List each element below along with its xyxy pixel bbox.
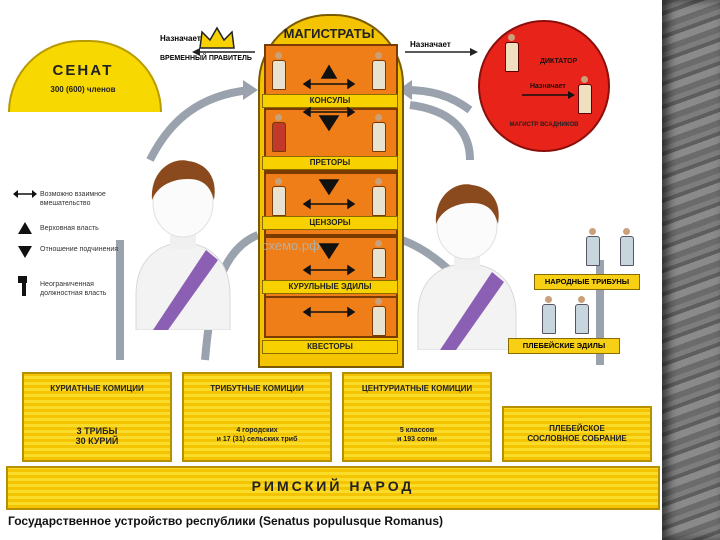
roman-people-base [6, 466, 660, 510]
stone-border [662, 0, 720, 540]
legend-icons [13, 190, 37, 296]
plebeian-aediles-label: ПЛЕБЕЙСКИЕ ЭДИЛЫ [508, 338, 620, 354]
senate-members: 300 (600) членов [50, 85, 116, 94]
magistrate-figure [272, 178, 286, 216]
band-consuls: КОНСУЛЫ [262, 94, 398, 108]
magistrate-figure [372, 240, 386, 278]
legend-text-1: Возможно взаимное вмешательство [40, 191, 106, 207]
assembly-tribal-title: ТРИБУТНЫЕ КОМИЦИИ [210, 384, 304, 393]
assembly-tribal-body: 4 городских и 17 (31) сельских триб [216, 427, 298, 443]
band-censors: ЦЕНЗОРЫ [262, 216, 398, 230]
crown-icon [198, 26, 236, 50]
assembly-curiate-title: КУРИАТНЫЕ КОМИЦИИ [50, 384, 144, 393]
assembly-centuriate [342, 372, 492, 462]
tribune-figure [586, 228, 600, 266]
axe-icon [18, 276, 27, 296]
watermark: схемо.рф [262, 238, 320, 253]
double-arrow-icon [13, 190, 37, 198]
aedile-figure [542, 296, 556, 334]
assembly-centuriate-title: ЦЕНТУРИАТНЫЕ КОМИЦИИ [361, 384, 473, 393]
magistrates-title: МАГИСТРАТЫ [283, 26, 375, 41]
aedile-figure [575, 296, 589, 334]
triangle-down-icon [18, 246, 32, 258]
avatar-right [417, 184, 517, 350]
temp-ruler-label: ВРЕМЕННЫЙ ПРАВИТЕЛЬ [160, 55, 252, 62]
legend-text-4: Неограниченная должностная власть [40, 281, 107, 297]
senate-title: СЕНАТ [52, 62, 114, 79]
band-praetors: ПРЕТОРЫ [262, 156, 398, 170]
legend-text-3: Отношение подчинения [40, 246, 119, 253]
appoints-dictator-label: Назначает [410, 40, 451, 49]
roman-people-label: РИМСКИЙ НАРОД [251, 478, 415, 494]
dictator-figure [578, 76, 592, 114]
triangle-up-icon [18, 222, 32, 234]
master-of-horse-label: МАГИСТР ВСАДНИКОВ [509, 122, 579, 128]
magistrate-figure [372, 298, 386, 336]
avatar-left [135, 160, 231, 330]
appoints-label-left: Назначает [160, 34, 201, 43]
appoints-master-label: Назначает [530, 83, 566, 90]
tribunes-label: НАРОДНЫЕ ТРИБУНЫ [534, 274, 640, 290]
magistrate-figure [272, 52, 286, 90]
band-quaestors: КВЕСТОРЫ [262, 340, 398, 354]
band-curule-aediles: КУРУЛЬНЫЕ ЭДИЛЫ [262, 280, 398, 294]
dictator-figure [505, 34, 519, 72]
caption: Государственное устройство республики (S… [8, 514, 443, 528]
magistrate-symbols [302, 64, 356, 318]
tribune-figure [620, 228, 634, 266]
assembly-plebeian [502, 406, 652, 462]
magistrate-figure [372, 178, 386, 216]
legend-text-2: Верховная власть [40, 225, 99, 232]
magistrate-figure [272, 114, 286, 152]
assembly-tribal [182, 372, 332, 462]
dictator-title: ДИКТАТОР [540, 58, 578, 65]
magistrate-figure [372, 114, 386, 152]
dictator-arrow [522, 91, 575, 99]
assembly-plebeian-body: ПЛЕБЕЙСКОЕ СОСЛОВНОЕ СОБРАНИЕ [527, 424, 627, 443]
assembly-curiate [22, 372, 172, 462]
assembly-centuriate-body: 5 классов и 193 сотни [397, 427, 437, 443]
assembly-curiate-body: 3 ТРИБЫ 30 КУРИЙ [75, 426, 119, 446]
magistrate-figure [372, 52, 386, 90]
